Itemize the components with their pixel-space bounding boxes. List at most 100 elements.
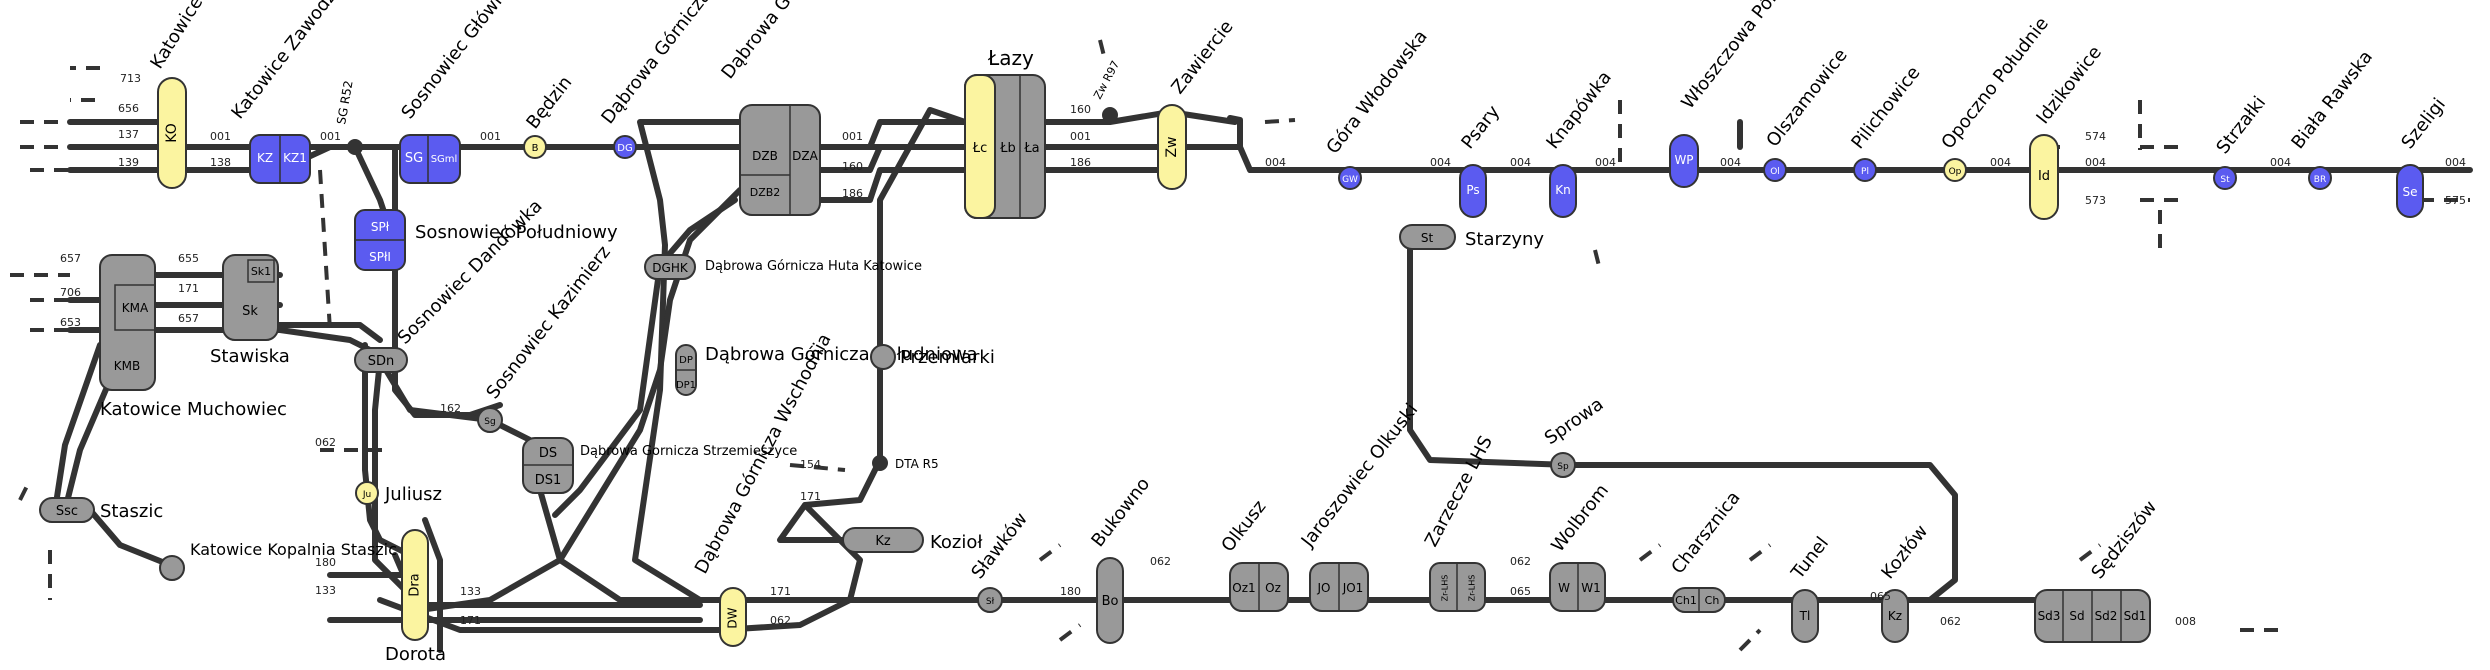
line-number: 186 (842, 187, 863, 200)
station-jaroszowiec-olkuski[interactable]: JO JO1 Jaroszowiec Olkuski (1297, 400, 1422, 612)
line-number: 653 (60, 316, 81, 329)
station-szeligi[interactable]: Se Szeligi (2396, 94, 2450, 218)
junction-sg-r52: SG R52 (334, 79, 363, 155)
line-number: 171 (770, 585, 791, 598)
station-code: W (1558, 581, 1570, 595)
station-label: Zarzecze LHS (1421, 432, 1497, 550)
junction-label: DTA R5 (895, 457, 939, 471)
line-number: 138 (210, 156, 231, 169)
station-code: Kn (1555, 183, 1570, 197)
junction-dta-r5: DTA R5 (872, 455, 939, 471)
station-label: Dąbrowa Górnicza Południowa (705, 344, 978, 365)
station-staszic[interactable]: Ssc Staszic (39, 497, 163, 523)
station-code: Dra (408, 573, 423, 596)
station-label: Jaroszowiec Olkuski (1297, 400, 1422, 552)
station-lazy[interactable]: Łc Łb Ła Łazy (964, 46, 1046, 219)
station-katowice-zawodzie[interactable]: KZ KZ1 Katowice Zawodzie (227, 0, 350, 184)
station-code: Łc (972, 141, 987, 156)
line-number: 171 (178, 282, 199, 295)
station-label: Sosnowiec Dandówka (394, 196, 547, 349)
line-number: 004 (1510, 156, 1531, 169)
line-number: 004 (2445, 156, 2466, 169)
station-label: Sosnowiec Południowy (415, 222, 618, 243)
station-code: Oz (1265, 581, 1281, 595)
station-charsznica[interactable]: Ch1 Ch Charsznica (1667, 487, 1745, 613)
station-code: DS1 (535, 473, 562, 488)
line-number: 001 (1070, 130, 1091, 143)
station-knapowka[interactable]: Kn Knapówka (1542, 67, 1616, 218)
station-code: Sp (1557, 462, 1569, 472)
station-kozlow[interactable]: Kz Kozłów (1877, 521, 1932, 643)
station-slawkow[interactable]: Sł Sławków (967, 509, 1032, 613)
station-katowice-muchowiec[interactable]: KMA KMB Katowice Muchowiec (99, 254, 287, 420)
station-zawiercie[interactable]: Zw Zawiercie (1157, 16, 1238, 190)
station-code: Pl (1861, 167, 1869, 177)
station-label: Staszic (100, 501, 163, 522)
station-code: Sd3 (2038, 609, 2061, 623)
station-code: Tl (1799, 609, 1811, 623)
station-label: Góra Włodowska (1322, 26, 1431, 158)
station-code: KO (164, 123, 180, 142)
station-code: Kz (1888, 609, 1902, 623)
station-code: GW (1342, 175, 1358, 185)
junction-zw-r97: Zw R97 (1091, 59, 1122, 123)
line-number: 655 (178, 252, 199, 265)
station-psary[interactable]: Ps Psary (1457, 101, 1504, 218)
station-strzalki[interactable]: St Strzałki (2212, 92, 2270, 190)
station-code: Sd2 (2095, 609, 2118, 623)
line-number: 001 (320, 130, 341, 143)
station-code: JO (1317, 581, 1331, 595)
station-bukowno[interactable]: Bo Bukowno (1087, 474, 1154, 644)
station-code: DS (539, 446, 557, 461)
station-sosnowiec-glowny[interactable]: SG SGml Sosnowiec Główny (397, 0, 517, 184)
station-tunel[interactable]: Tl Tunel (1787, 533, 1833, 643)
station-stawiska[interactable]: Sk1 Sk Stawiska (210, 254, 290, 367)
station-katowice[interactable]: KO Katowice (146, 0, 207, 189)
station-code: Zr-LHS (1441, 575, 1450, 602)
station-sedziszow[interactable]: Sd3 Sd Sd2 Sd1 Sędziszów (2034, 497, 2161, 643)
station-dabrowa-gornicza-huta-katowice[interactable]: DGHK Dąbrowa Górnicza Huta Katowice (644, 254, 922, 280)
line-number: 137 (118, 128, 139, 141)
station-przemiarki[interactable]: Przemiarki (870, 344, 995, 370)
line-number: 139 (118, 156, 139, 169)
line-number: 065 (1510, 585, 1531, 598)
station-dabrowa-gornicza-poludniowa[interactable]: DP DP1 Dąbrowa Górnicza Południowa (675, 344, 978, 396)
station-code: SPł (371, 220, 390, 234)
station-code: St (2220, 175, 2230, 185)
station-label: Zawiercie (1167, 16, 1237, 98)
line-number: 160 (1070, 103, 1091, 116)
station-dabrowa-gornicza-zabkowice[interactable]: DZB DZA DZB2 Dąbrowa Górnicza Ząbkowice (717, 0, 898, 216)
station-label: Szeligi (2397, 94, 2449, 153)
station-dabrowa-gornicza[interactable]: DG Dąbrowa Górnicza (597, 0, 715, 159)
station-label: Opoczno Południe (1937, 13, 2053, 153)
station-label: Sprowa (1541, 394, 1608, 449)
station-label: Sędziszów (2087, 497, 2161, 583)
station-dorota[interactable]: Dra Dorota (385, 529, 446, 665)
station-koziol[interactable]: Kz Kozioł (842, 527, 983, 553)
station-olkusz[interactable]: Oz1 Oz Olkusz (1217, 496, 1289, 612)
station-label: Katowice Kopalnia Staszic (190, 540, 397, 559)
line-number: 004 (1990, 156, 2011, 169)
station-label: Knapówka (1542, 67, 1616, 153)
station-sosnowiec-poludniowy[interactable]: SPł SPłI Sosnowiec Południowy (354, 209, 618, 271)
station-label: Katowice Zawodzie (227, 0, 350, 123)
station-gora-wlodowska[interactable]: GW Góra Włodowska (1322, 26, 1432, 190)
station-wolbrom[interactable]: W W1 Wolbrom (1547, 480, 1613, 612)
station-juliusz[interactable]: Ju Juliusz (355, 481, 442, 505)
station-label: Biała Rawska (2287, 47, 2377, 153)
station-katowice-kopalnia-staszic[interactable]: Katowice Kopalnia Staszic (159, 540, 397, 581)
station-dabrowa-gornicza-strzemieszyce[interactable]: DS DS1 Dąbrowa Gornicza Strzemieszyce (522, 437, 797, 494)
station-starzyny[interactable]: St Starzyny (1399, 224, 1544, 250)
station-olszamowice[interactable]: Ol Olszamowice (1762, 45, 1852, 182)
station-sosnowiec-kazimierz[interactable]: Sg Sosnowiec Kazimierz (477, 242, 615, 433)
station-code: DP (679, 355, 693, 366)
station-pilichowice[interactable]: Pl Pilichowice (1847, 63, 1925, 182)
line-number: 001 (480, 130, 501, 143)
station-label: Przemiarki (900, 347, 995, 368)
line-number: 062 (1940, 615, 1961, 628)
station-code: Ju (362, 490, 371, 500)
station-code: DZA (792, 149, 818, 163)
station-label: Wolbrom (1547, 480, 1613, 556)
station-code: KMA (122, 301, 149, 315)
